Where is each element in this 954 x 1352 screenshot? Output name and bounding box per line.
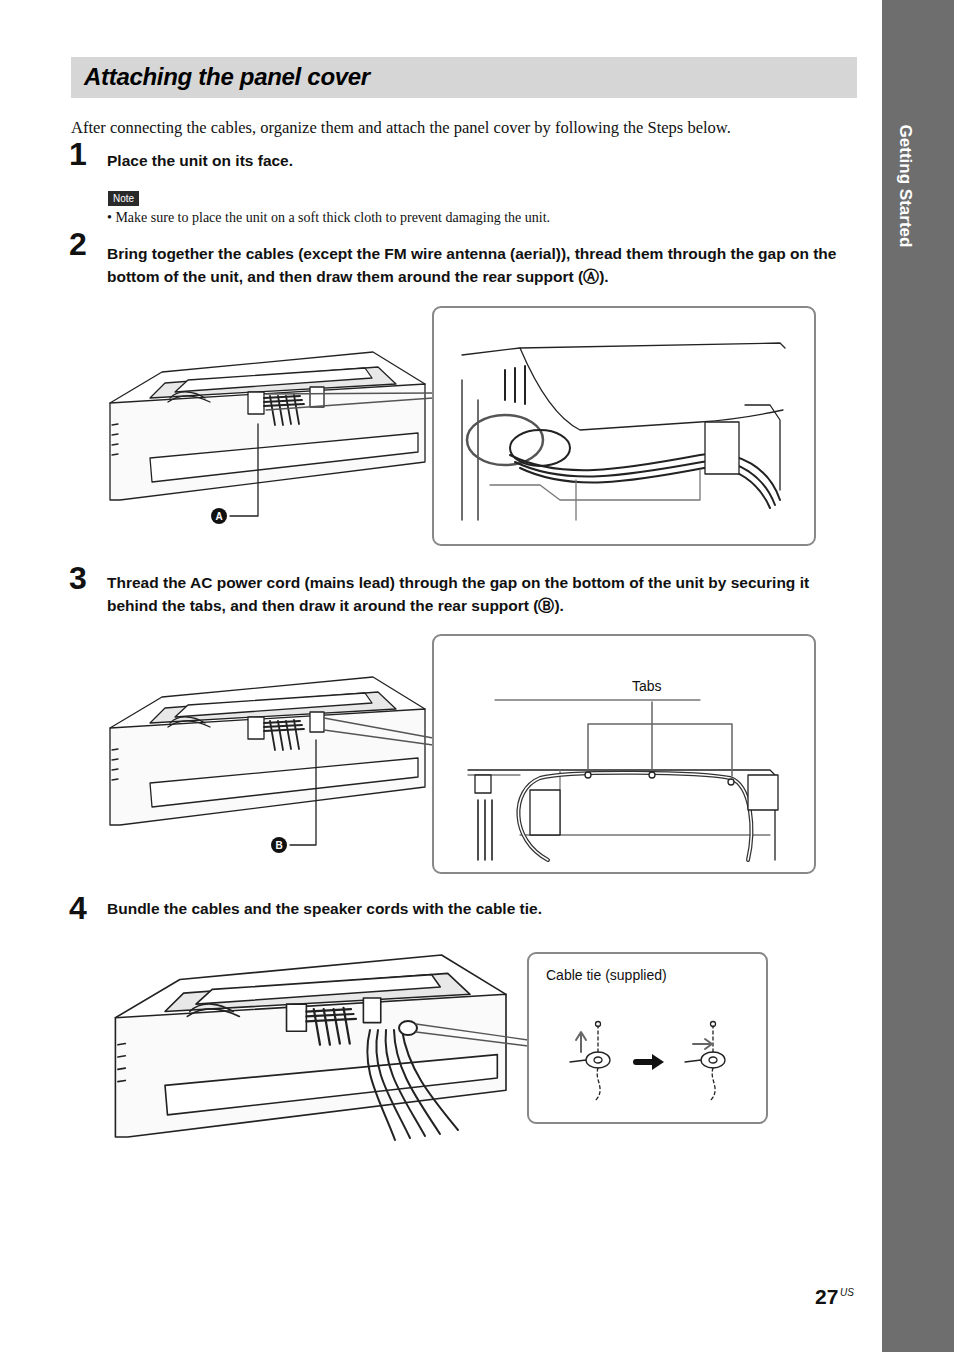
callout-letter: B <box>275 840 282 851</box>
note-text: • Make sure to place the unit on a soft … <box>107 210 857 226</box>
detail-inset <box>433 635 815 873</box>
step-number: 2 <box>69 226 87 263</box>
detail-inset <box>433 307 815 545</box>
note-tag: Note <box>108 191 139 206</box>
title-band: Attaching the panel cover <box>71 57 857 98</box>
callout-letter: A <box>215 511 222 522</box>
leader-line <box>290 740 316 845</box>
node-label: Note <box>113 193 134 204</box>
step-number: 3 <box>69 560 87 597</box>
detail-callout-box: Tabs <box>433 635 815 873</box>
intro-text: After connecting the cables, organize th… <box>71 118 861 138</box>
callout-dot <box>271 837 287 853</box>
page-number: 27 <box>815 1285 838 1309</box>
unit-drawing <box>115 955 506 1137</box>
unit-drawing <box>110 352 425 500</box>
step-text: Thread the AC power cord (mains lead) th… <box>107 571 852 617</box>
zoom-line <box>266 393 433 410</box>
unit-drawing <box>110 677 425 825</box>
node-label: Cable tie (supplied) <box>546 967 667 983</box>
section-tab: Getting Started <box>882 0 954 1352</box>
step-number: 1 <box>69 136 87 173</box>
node-label: Tabs <box>632 678 662 694</box>
step-number: 4 <box>69 890 87 927</box>
page-region: US <box>840 1287 854 1298</box>
callout-dot <box>211 508 227 524</box>
detail-inset <box>528 953 767 1123</box>
step-text: Bring together the cables (except the FM… <box>107 242 867 288</box>
zoom-line <box>416 1024 528 1046</box>
title: Attaching the panel cover <box>84 63 370 91</box>
leader-line <box>230 424 258 516</box>
step-text: Bundle the cables and the speaker cords … <box>107 900 852 918</box>
cable-bundle <box>367 1021 458 1140</box>
zoom-line <box>324 718 433 745</box>
detail-callout-box: Cable tie (supplied) <box>528 953 767 1123</box>
step-text: Place the unit on its face. <box>107 152 852 170</box>
node-label: Getting Started <box>895 125 915 248</box>
